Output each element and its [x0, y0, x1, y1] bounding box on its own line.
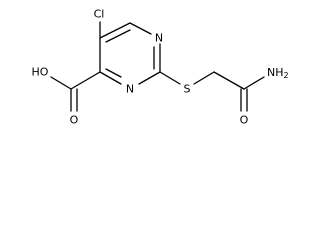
bond-n3-c4-inner — [105, 68, 122, 78]
bond-n3-c4 — [99, 71, 122, 85]
atom-acid-carbonyl-oxygen-label: O — [70, 114, 79, 127]
bond-c5-c6 — [99, 22, 131, 39]
bond-cacid-oh — [50, 76, 72, 90]
bond-s-ch2 — [193, 71, 215, 85]
bond-c6-n1 — [129, 22, 152, 35]
bond-ch2-camide — [213, 71, 245, 90]
atom-ring-nitrogen-top-label: N — [155, 32, 163, 45]
molecule-structure: Cl N N S HO O O NH2 — [32, 8, 289, 127]
atom-amide-carbonyl-oxygen-label: O — [240, 114, 249, 127]
atom-sulfur-label: S — [184, 83, 191, 96]
bond-c5-c6-inner — [105, 29, 131, 43]
bond-camide-n — [243, 76, 265, 90]
atom-hydroxyl-label: HO — [32, 66, 49, 79]
bond-c2-s — [159, 71, 181, 85]
atom-chlorine-label: Cl — [94, 8, 105, 21]
atom-ring-nitrogen-bottom-label: N — [126, 83, 134, 96]
bond-c2-n3 — [138, 71, 161, 85]
amide-nitrogen-h-count: 2 — [284, 71, 289, 80]
atom-amide-nitrogen-label: NH2 — [267, 66, 289, 80]
bond-c4-cacid — [70, 71, 101, 90]
amide-nitrogen-symbol: NH — [267, 66, 284, 79]
